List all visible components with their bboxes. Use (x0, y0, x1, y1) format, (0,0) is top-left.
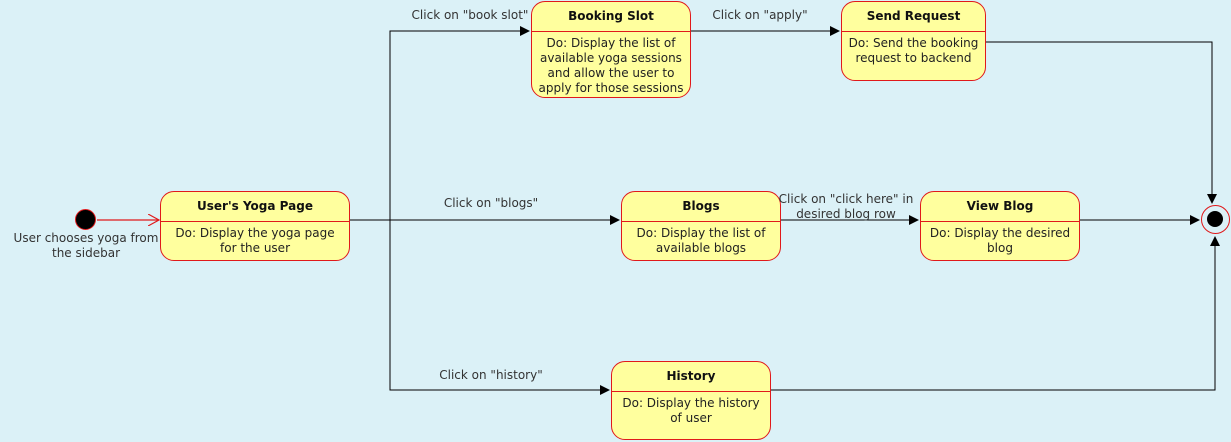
state-title: Blogs (622, 192, 780, 222)
state-body: Do: Display the list of available yoga s… (538, 36, 684, 95)
state-title: View Blog (921, 192, 1079, 222)
initial-node (75, 209, 96, 230)
final-node (1201, 205, 1230, 234)
final-node-core (1207, 211, 1223, 227)
state-body: Do: Display the desired blog (929, 226, 1071, 255)
state-body: Do: Display the list of available blogs (636, 226, 766, 255)
transition-label-apply: Click on "apply" (712, 8, 808, 22)
state-body: Do: Send the booking request to backend (848, 36, 979, 65)
state-history[interactable]: History Do: Display the history of user (611, 361, 771, 440)
edge-send-final (986, 41, 1217, 204)
state-title: User's Yoga Page (161, 192, 349, 222)
state-title: Booking Slot (532, 2, 690, 32)
state-blogs[interactable]: Blogs Do: Display the list of available … (621, 191, 781, 261)
transition-label-blogs: Click on "blogs" (443, 196, 539, 210)
state-view-blog[interactable]: View Blog Do: Display the desired blog (920, 191, 1080, 261)
state-send-request[interactable]: Send Request Do: Send the booking reques… (841, 1, 986, 81)
state-yoga-page[interactable]: User's Yoga Page Do: Display the yoga pa… (160, 191, 350, 261)
edge-history-final (771, 236, 1220, 391)
transition-label-click-here: Click on "click here" in desired blog ro… (778, 192, 914, 221)
edge-book-slot (350, 26, 530, 221)
state-title: Send Request (842, 2, 985, 32)
transition-label-book-slot: Click on "book slot" (411, 8, 529, 22)
state-body: Do: Display the yoga page for the user (175, 226, 335, 255)
state-body: Do: Display the history of user (622, 396, 760, 425)
state-booking-slot[interactable]: Booking Slot Do: Display the list of ava… (531, 1, 691, 98)
transition-label-history: Click on "history" (439, 368, 543, 382)
initial-caption: User chooses yoga from the sidebar (13, 231, 159, 260)
state-title: History (612, 362, 770, 392)
edge-history (389, 220, 610, 395)
